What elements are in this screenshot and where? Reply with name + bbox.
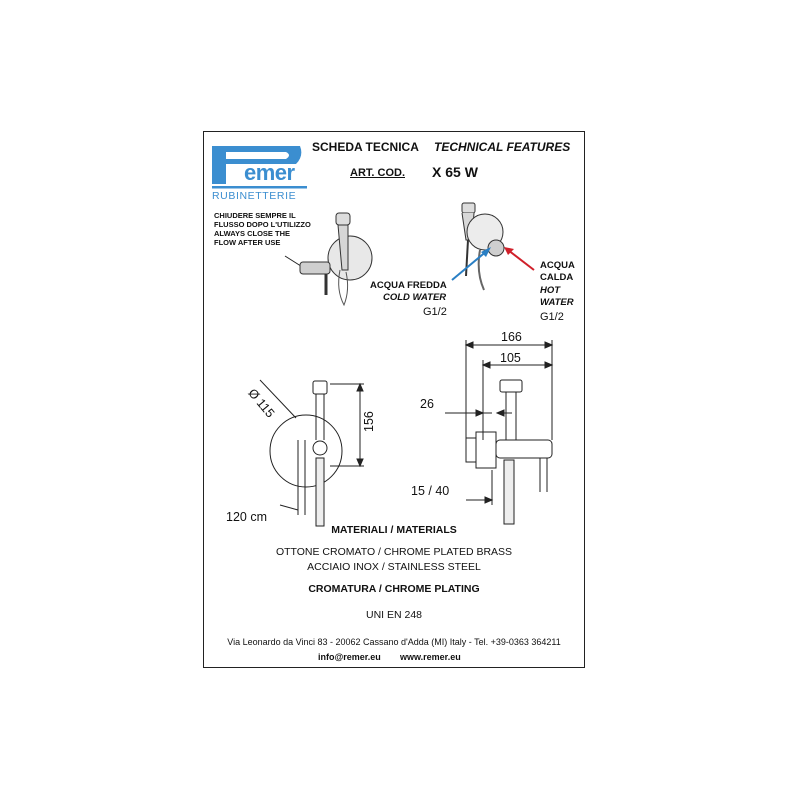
hot-water-label-en-1: HOT [540,285,561,296]
dim-total-width: 166 [501,330,522,344]
dim-hose-length: 120 cm [226,510,267,524]
materials-line-2: ACCIAIO INOX / STAINLESS STEEL [307,561,481,573]
dim-depth: 26 [420,397,434,411]
dim-inner-width: 105 [500,351,521,365]
warning-line-3: ALWAYS CLOSE THE [214,229,290,238]
hot-water-label-it-2: CALDA [540,272,574,283]
title-italian: SCHEDA TECNICA [312,140,419,154]
cold-water-label-en: COLD WATER [383,292,447,303]
footer-address: Via Leonardo da Vinci 83 - 20062 Cassano… [227,637,561,647]
product-photo-left [284,212,373,307]
article-code-label: ART. COD. [350,167,405,179]
logo-wordmark: emer [244,160,295,185]
technical-sheet [203,131,585,668]
materials-heading: MATERIALI / MATERIALS [331,524,457,536]
logo-subtitle: RUBINETTERIE [212,190,297,202]
side-view-drawing [445,340,554,525]
product-photo-right [461,202,505,291]
materials-line-1: OTTONE CROMATO / CHROME PLATED BRASS [275,546,513,558]
dim-offset: 15 / 40 [411,484,450,498]
standard-code: UNI EN 248 [365,609,423,621]
title-english: TECHNICAL FEATURES [434,140,571,154]
dim-height: 156 [362,411,376,432]
plating-heading: CROMATURA / CHROME PLATING [308,583,480,595]
hot-water-label-it-1: ACQUA [540,260,575,271]
warning-line-1: CHIUDERE SEMPRE IL [214,211,296,220]
article-code-value: X 65 W [432,164,478,180]
cold-water-label-it: ACQUA FREDDA [370,280,447,291]
front-view-drawing [259,379,364,527]
hot-water-size: G1/2 [540,311,564,323]
cold-water-arrow [451,247,491,281]
hot-water-arrow [504,247,535,271]
warning-line-4: FLOW AFTER USE [214,238,281,247]
hot-water-label-en-2: WATER [540,297,574,308]
cold-water-size: G1/2 [423,306,447,318]
warning-line-2: FLUSSO DOPO L'UTILIZZO [214,220,311,229]
footer-website[interactable]: www.remer.eu [400,652,461,662]
warning-note: CHIUDERE SEMPRE IL FLUSSO DOPO L'UTILIZZ… [214,211,311,247]
footer-email[interactable]: info@remer.eu [318,652,381,662]
